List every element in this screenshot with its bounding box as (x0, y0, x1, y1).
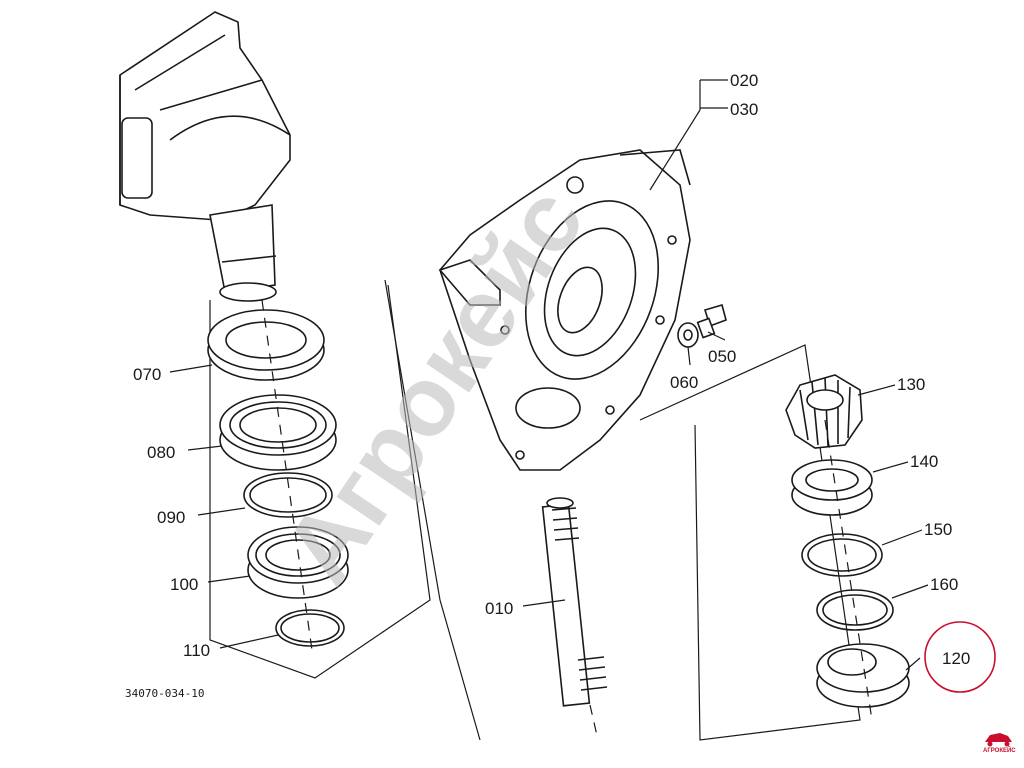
guide-line-middle (384, 279, 481, 741)
label-010: 010 (485, 599, 513, 618)
label-020: 020 (730, 71, 758, 90)
logo-text: АГРОКЕЙС (983, 746, 1016, 754)
label-150: 150 (924, 520, 952, 539)
label-030: 030 (730, 100, 758, 119)
label-050: 050 (708, 347, 736, 366)
doc-number: 34070-034-10 (125, 687, 204, 700)
brand-logo: АГРОКЕЙС (983, 733, 1016, 754)
snap-ring-110 (275, 609, 345, 647)
label-080: 080 (147, 443, 175, 462)
label-060: 060 (670, 373, 698, 392)
gearbox-cap (119, 11, 291, 302)
label-070: 070 (133, 365, 161, 384)
guide-line-left (209, 284, 431, 679)
seal-070 (207, 309, 325, 381)
highlight-circle-120 (924, 621, 996, 693)
ring-150 (801, 533, 883, 577)
label-160: 160 (930, 575, 958, 594)
seal-120 (816, 643, 910, 708)
label-140: 140 (910, 452, 938, 471)
part-labels: 020 030 050 060 070 080 090 100 110 010 … (133, 71, 970, 668)
shaft-010 (541, 497, 608, 741)
bevel-gear-130 (785, 374, 863, 449)
label-120: 120 (942, 649, 970, 668)
leader-lines (169, 79, 929, 671)
washer-060 (677, 322, 699, 348)
middle-assembly (384, 149, 727, 741)
snap-ring-090 (243, 472, 333, 518)
guide-line-right (639, 344, 861, 741)
left-assembly (119, 11, 431, 679)
label-130: 130 (897, 375, 925, 394)
label-110: 110 (183, 641, 210, 660)
bearing-140 (791, 459, 873, 516)
right-assembly (639, 344, 910, 741)
bolt-050 (696, 304, 727, 339)
snap-ring-160 (816, 589, 894, 631)
gear-housing (438, 149, 691, 471)
label-090: 090 (157, 508, 185, 527)
label-100: 100 (170, 575, 198, 594)
